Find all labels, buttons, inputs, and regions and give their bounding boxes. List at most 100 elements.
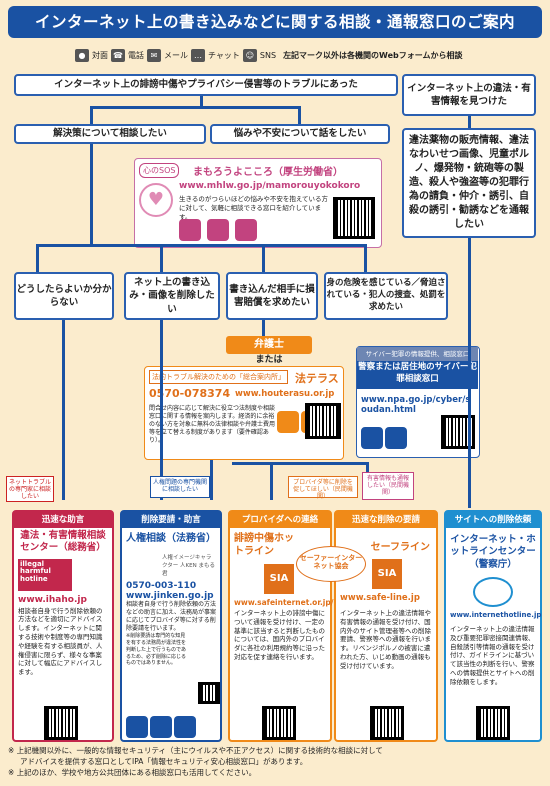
- flow-illegal-list: 違法薬物の販売情報、違法なわいせつ画像、児童ポルノ、爆発物・銃砲等の製造、殺人や…: [402, 128, 536, 238]
- houterasu-tel[interactable]: 0570-078374: [149, 387, 231, 400]
- chat-icon: [207, 219, 229, 241]
- sns-icon: ☺: [242, 48, 257, 62]
- card-safeline: 迅速な削除の要請 セーフライン SIA www.safe-line.jp インタ…: [334, 510, 438, 742]
- person-icon: [361, 427, 383, 449]
- phone-icon: [150, 716, 172, 738]
- legend-note: 左記マーク以外は各機関のWebフォームから相談: [283, 50, 463, 60]
- card-qr-code[interactable]: [370, 706, 404, 740]
- footer-line2: ※ 上記のほか、学校や地方公共団体にある相談窓口も活用してください。: [8, 767, 257, 777]
- card-url[interactable]: www.safeinternet.or.jp/bullying/: [234, 598, 371, 607]
- arrow: [160, 244, 163, 272]
- card-qr-code[interactable]: [44, 706, 78, 740]
- cyber-url[interactable]: www.npa.go.jp/cyber/soudan.html: [361, 395, 471, 415]
- arrow: [62, 320, 65, 500]
- flow-solve: 解決策について相談したい: [14, 124, 206, 144]
- card-qr-code[interactable]: [198, 682, 220, 704]
- sos-icons: [179, 219, 259, 241]
- houterasu-qr-code[interactable]: [305, 403, 341, 439]
- tag-provider: プロバイダ等に削除を促してほしい（民間機関）: [288, 476, 358, 500]
- card-url[interactable]: www.jinken.go.jp: [126, 591, 214, 601]
- phone-icon: ☎: [111, 48, 125, 62]
- arrow: [210, 460, 213, 500]
- sos-qr-code[interactable]: [333, 197, 375, 239]
- arrow: [262, 320, 265, 336]
- person-icon: ●: [75, 48, 89, 62]
- cyber-tag: サイバー犯罪の情報提供、相談窓口: [357, 347, 478, 361]
- legend-label: メール: [164, 50, 188, 60]
- houterasu-desc: 問合せ内容に応じて解決に役立つ法制度や相談窓口に関する情報を案内します。経済的に…: [149, 405, 276, 445]
- flow-q1: どうしたらよいか分からない: [14, 272, 114, 320]
- arrow: [160, 320, 163, 500]
- card-head: 迅速な助言: [14, 512, 112, 528]
- tag-harmful: 有害情報も通報したい（民間機関）: [362, 472, 414, 500]
- arrow: [270, 462, 273, 500]
- card-name: セーフライン: [370, 542, 430, 553]
- tag-expert: ネットトラブルの専門家に相談したい: [6, 476, 54, 502]
- legend-label: チャット: [208, 50, 240, 60]
- arrow: [90, 106, 300, 109]
- legend: ●対面 ☎電話 ✉メール …チャット ☺SNS 左記マーク以外は各機関のWebフ…: [75, 46, 463, 64]
- cyber-name: 警察または居住地のサイバー犯罪相談窓口: [357, 361, 478, 389]
- lawyer-or: または: [255, 355, 283, 365]
- card-qr-code[interactable]: [476, 706, 510, 740]
- flow-q4: 身の危険を感じている／脅迫されている・犯人の捜査、処罰を求めたい: [324, 272, 448, 320]
- card-head: プロバイダへの連絡: [230, 512, 330, 528]
- heart-icon: ♥: [139, 183, 173, 217]
- card-url[interactable]: www.ihaho.jp: [18, 594, 87, 605]
- sia-logo: SIA: [264, 564, 294, 594]
- flow-q2: ネット上の書き込み・画像を削除したい: [124, 272, 220, 320]
- legend-label: 電話: [128, 50, 144, 60]
- person-icon: [126, 716, 148, 738]
- arrow: [232, 462, 368, 465]
- card-head: 迅速な削除の要請: [336, 512, 436, 528]
- card-tel[interactable]: 0570-003-110: [126, 581, 197, 591]
- card-name: 違法・有害情報相談センター（総務省）: [20, 530, 106, 554]
- houterasu-name: 法テラス: [295, 372, 339, 385]
- phone-icon: [179, 219, 201, 241]
- tag-human-rights: 人権問題の専門機関に相談したい: [150, 476, 210, 498]
- card-desc: 相談者自身で行う削除依頼の方法などの助言に加え、法務局が事案に応じてプロバイダ等…: [126, 601, 217, 633]
- safer-internet-badge: セーファーインターネット協会: [296, 546, 366, 582]
- jinken-mascot: 人権イメージキャラクター 人KEN まもる君: [162, 555, 215, 577]
- page-title: インターネット上の書き込みなどに関する相談・通報窓口のご案内: [8, 6, 542, 38]
- footer-line1a: ※ 上記機関以外に、一般的な情報セキュリティ（主にウイルスや不正アクセス）に関す…: [8, 746, 383, 755]
- flow-illegal-found: インターネット上の違法・有害情報を見つけた: [402, 74, 536, 116]
- arrow: [468, 238, 471, 508]
- lawyer-label: 弁護士: [226, 336, 312, 354]
- houterasu-url[interactable]: www.houterasu.or.jp: [235, 389, 335, 399]
- card-bullying: プロバイダへの連絡 誹謗中傷ホットライン SIA www.safeinterne…: [228, 510, 371, 742]
- hotline-logo: [473, 577, 513, 608]
- arrow: [90, 144, 93, 244]
- card-url[interactable]: www.internethotline.jp: [450, 611, 542, 620]
- card-note: ※削除要請は専門的な知見を有する法務局が違法性を判断した上で行うものであるため、…: [126, 633, 187, 667]
- arrow: [36, 244, 366, 247]
- footer: ※ 上記機関以外に、一般的な情報セキュリティ（主にウイルスや不正アクセス）に関す…: [8, 746, 548, 779]
- sos-url[interactable]: www.mhlw.go.jp/mamorouyokokoro: [179, 181, 361, 191]
- cyber-icons: [361, 427, 409, 449]
- arrow: [468, 116, 471, 128]
- sns-icon: [235, 219, 257, 241]
- card-url[interactable]: www.safe-line.jp: [340, 593, 420, 603]
- card-name: 誹謗中傷ホットライン: [234, 533, 294, 557]
- footer-line1b: アドバイスを提供する窓口としてIPA「情報セキュリティ安心相談窓口」があります。: [20, 756, 308, 766]
- cyber-qr-code[interactable]: [441, 415, 475, 449]
- cyber-card: サイバー犯罪の情報提供、相談窓口 警察または居住地のサイバー犯罪相談窓口 www…: [356, 346, 480, 458]
- flow-trouble: インターネット上の誹謗中傷やプライバシー侵害等のトラブルにあった: [14, 74, 398, 96]
- card-head: サイトへの削除依頼: [446, 512, 540, 528]
- mail-icon: [174, 716, 196, 738]
- houterasu-card: 法的トラブル解決のための「総合案内所」 法テラス 0570-078374 www…: [144, 366, 344, 460]
- ihaho-logo: illegal harmful hotline: [18, 558, 72, 591]
- sos-tag: 心のSOS: [139, 163, 180, 178]
- sos-card: 心のSOS まもろうよこころ（厚生労働省） www.mhlw.go.jp/mam…: [134, 158, 382, 248]
- arrow: [298, 106, 301, 124]
- card-qr-code[interactable]: [262, 706, 296, 740]
- arrow: [364, 244, 367, 272]
- card-desc: インターネット上の誹謗中傷について通報を受け付け、一定の基準に該当すると判断した…: [234, 609, 325, 661]
- flow-q3: 書き込んだ相手に損害賠償を求めたい: [226, 272, 318, 320]
- card-desc: インターネット上の違法情報及び重要犯罪密接関連情報、自殺誘引等情報の通報を受け付…: [450, 625, 535, 686]
- card-ihaho: 迅速な助言 違法・有害情報相談センター（総務省） illegal harmful…: [12, 510, 114, 742]
- chat-icon: …: [191, 48, 205, 62]
- arrow: [36, 244, 39, 272]
- card-desc: 相談者自身で行う削除依頼の方法などを適切にアドバイスします。インターネットに関す…: [18, 606, 103, 677]
- card-jinken: 削除要請・助言 人権相談（法務省） 人権イメージキャラクター 人KEN まもる君…: [120, 510, 222, 742]
